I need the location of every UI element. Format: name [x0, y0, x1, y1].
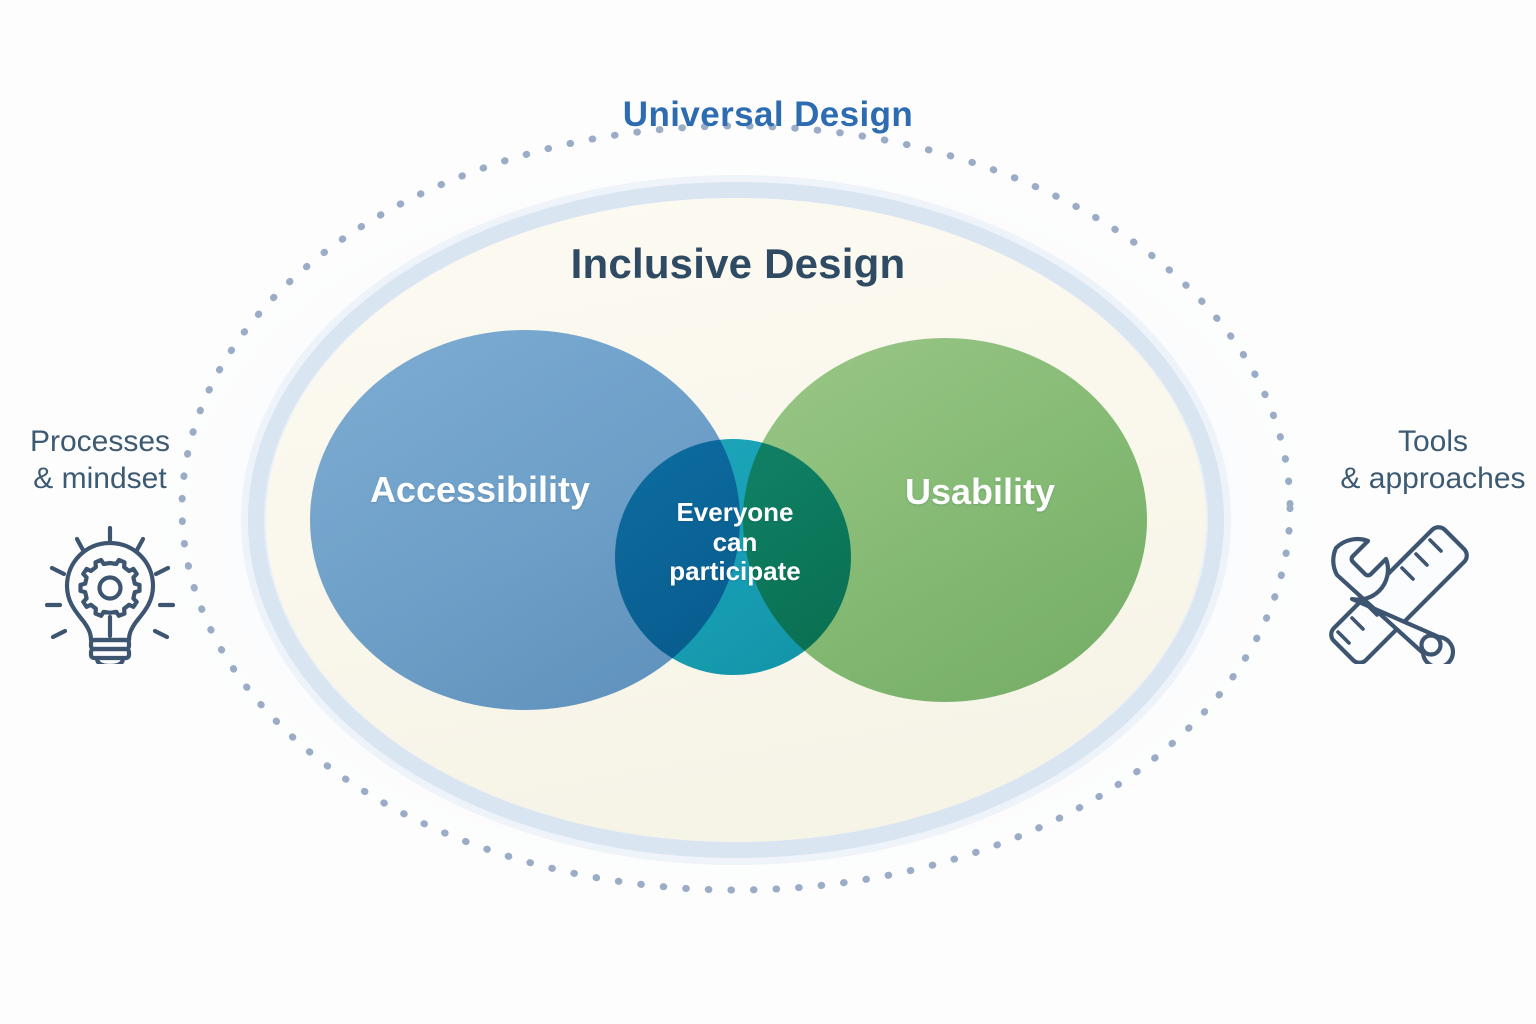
- lightbulb-gear-icon: [36, 524, 184, 669]
- wrench-ruler-icon: [1318, 518, 1484, 670]
- left-side-caption: Processes & mindset: [29, 425, 171, 495]
- intersection-label: Everyone can participate: [669, 497, 801, 587]
- inclusive-design-title: Inclusive Design: [570, 240, 906, 287]
- right-side-caption: Tools & approaches: [1340, 425, 1526, 495]
- usability-circle-label: Usability: [904, 471, 1056, 512]
- universal-design-title: Universal Design: [622, 95, 914, 134]
- accessibility-circle-label: Accessibility: [369, 469, 591, 510]
